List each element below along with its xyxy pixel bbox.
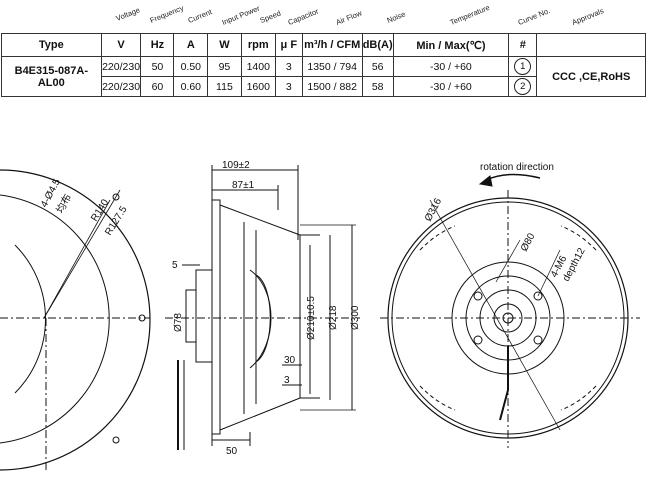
header-speed: Speed [258, 8, 283, 25]
unit-voltage: V [100, 33, 142, 57]
cell-temperature: -30 / +60 [392, 76, 510, 97]
dim-30: 30 [284, 355, 296, 366]
cell-temperature: -30 / +60 [392, 56, 510, 77]
technical-drawing: 4-Ø4.5 均布 R140 R127.5 [0, 160, 640, 471]
dim-109: 109±2 [222, 160, 250, 171]
unit-airflow: m³/h / CFM [301, 33, 363, 57]
cell-noise: 58 [361, 76, 394, 97]
front-view-partial [0, 169, 151, 471]
unit-temperature: Min / Max(℃) [392, 33, 510, 57]
unit-speed: rpm [240, 33, 276, 57]
rear-view [380, 173, 640, 448]
cell-power: 115 [207, 76, 242, 97]
header-curve-no: Curve No. [516, 6, 552, 27]
holes-note: 均布 [54, 192, 74, 215]
dim-78: Ø78 [173, 313, 184, 332]
cell-voltage: 220/230 [100, 56, 142, 77]
front-view-labels: 4-Ø4.5 均布 R140 R127.5 [39, 177, 130, 238]
cell-speed: 1600 [240, 76, 276, 97]
header-approvals: Approvals [570, 6, 605, 28]
unit-approvals [536, 33, 646, 57]
cell-speed: 1400 [240, 56, 276, 77]
cell-noise: 56 [361, 56, 394, 77]
units-row: Type V Hz A W rpm μ F m³/h / CFM dB(A) M… [1, 33, 646, 57]
dim-50: 50 [226, 446, 238, 457]
cell-curve: 2 [508, 76, 538, 97]
rotation-direction-label: rotation direction [480, 162, 554, 173]
unit-noise: dB(A) [361, 33, 394, 57]
model-name: B4E315-087A-AL00 [1, 56, 102, 97]
side-view [165, 165, 360, 450]
header-frequency: Frequency [148, 3, 185, 25]
dim-300: Ø300 [350, 305, 361, 330]
dim-3: 3 [284, 375, 290, 386]
side-view-labels: 109±2 87±1 5 Ø78 Ø210±0.5 Ø218 Ø300 30 3… [172, 160, 361, 457]
header-air-flow: Air Flow [334, 8, 364, 27]
approvals-cell: CCC ,CE,RoHS [536, 56, 646, 97]
unit-current: A [173, 33, 209, 57]
cell-airflow: 1350 / 794 [301, 56, 363, 77]
unit-power: W [207, 33, 242, 57]
dim-210: Ø210±0.5 [306, 296, 317, 340]
cell-airflow: 1500 / 882 [301, 76, 363, 97]
header-current: Current [186, 7, 214, 26]
header-capacitor: Capacitor [286, 6, 320, 28]
dim-218: Ø218 [328, 305, 339, 330]
cell-capacitor: 3 [274, 56, 303, 77]
cell-current: 0.60 [173, 76, 209, 97]
cell-voltage: 220/230 [100, 76, 142, 97]
type-header: Type [1, 33, 102, 57]
cell-current: 0.50 [173, 56, 209, 77]
curve-badge: 2 [514, 78, 532, 95]
cell-frequency: 60 [140, 76, 175, 97]
cell-power: 95 [207, 56, 242, 77]
dim-80: Ø80 [519, 231, 538, 253]
header-temperature: Temperature [448, 2, 492, 28]
unit-curve: # [508, 33, 538, 57]
header-noise: Noise [385, 9, 407, 25]
header-input-power: Input Power [220, 3, 262, 28]
table-row: B4E315-087A-AL00 220/230 50 0.50 95 1400… [1, 56, 646, 97]
dim-5: 5 [172, 260, 178, 271]
unit-capacitor: μ F [274, 33, 303, 57]
table-row: 220/230 60 0.60 115 1600 3 1500 / 882 58… [2, 76, 646, 97]
header-voltage: Voltage [114, 5, 142, 24]
cell-capacitor: 3 [274, 76, 303, 97]
cell-frequency: 50 [140, 56, 175, 77]
cell-curve: 1 [508, 56, 538, 77]
curve-badge: 1 [514, 58, 532, 75]
unit-frequency: Hz [140, 33, 175, 57]
dim-87: 87±1 [232, 180, 255, 191]
spec-table: Type V Hz A W rpm μ F m³/h / CFM dB(A) M… [1, 33, 646, 97]
